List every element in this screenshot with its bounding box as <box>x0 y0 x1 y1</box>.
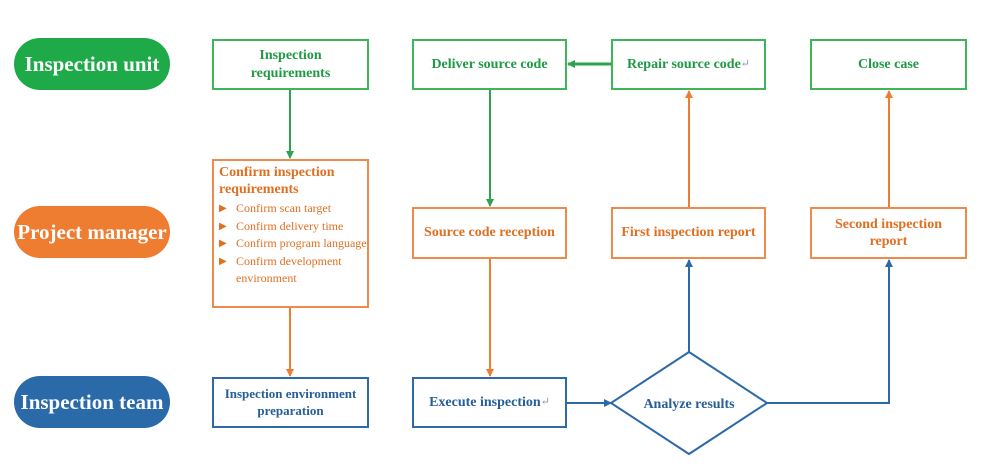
analyze-results-label: Analyze results <box>643 397 735 412</box>
repair-source-code-box: Repair source code↵ <box>611 39 766 90</box>
lane-project-manager: Project manager <box>14 206 170 258</box>
arrow-analyze-to-second-report <box>767 259 893 404</box>
deliver-source-code-label: Deliver source code <box>431 56 548 72</box>
inspection-requirements-box: Inspection requirements <box>212 39 369 90</box>
triangle-bullet-icon: ▶ <box>219 220 227 232</box>
source-code-reception-label: Source code reception <box>424 225 555 241</box>
source-code-reception-box: Source code reception <box>412 207 567 259</box>
confirm-requirements-title: Confirm inspection requirements <box>219 165 335 197</box>
confirm-requirements-list: ▶ Confirm scan target ▶ Confirm delivery t… <box>219 200 367 288</box>
lane-inspection-team: Inspection team <box>14 376 170 428</box>
return-mark-icon: ↵ <box>540 395 550 408</box>
triangle-bullet-icon: ▶ <box>219 238 227 249</box>
list-item: ▶ Confirm delivery time <box>219 218 367 236</box>
inspection-environment-preparation-label: Inspection environment preparation <box>224 386 357 418</box>
list-item-text: Confirm delivery time <box>236 218 344 233</box>
execute-inspection-label: Execute inspection <box>429 394 541 410</box>
inspection-requirements-label: Inspection requirements <box>250 48 331 81</box>
second-inspection-report-box: Second inspection report <box>810 207 967 259</box>
analyze-results-diamond <box>609 350 769 456</box>
list-item-text: Confirm program language <box>236 236 367 250</box>
close-case-box: Close case <box>810 39 967 90</box>
lane-inspection-unit: Inspection unit <box>14 38 170 90</box>
list-item-text: Confirm development environment <box>236 253 342 286</box>
inspection-environment-preparation-box: Inspection environment preparation <box>212 377 369 428</box>
repair-source-code-label: Repair source code <box>626 56 741 72</box>
second-inspection-report-label: Second inspection report <box>835 216 942 250</box>
first-inspection-report-label: First inspection report <box>621 225 756 241</box>
first-inspection-report-box: First inspection report <box>611 207 766 259</box>
list-item: ▶ Confirm program language <box>219 235 367 253</box>
triangle-bullet-icon: ▶ <box>219 255 227 267</box>
deliver-source-code-box: Deliver source code <box>412 39 567 90</box>
execute-inspection-box: Execute inspection↵ <box>412 377 567 428</box>
list-item: ▶ Confirm development environment <box>219 253 367 288</box>
list-item-text: Confirm scan target <box>236 201 332 215</box>
return-mark-icon: ↵ <box>740 57 751 70</box>
close-case-label: Close case <box>857 56 920 72</box>
list-item: ▶ Confirm scan target <box>219 200 367 218</box>
confirm-requirements-box: Confirm inspection requirements ▶ Confirm… <box>212 159 369 308</box>
triangle-bullet-icon: ▶ <box>219 203 227 214</box>
